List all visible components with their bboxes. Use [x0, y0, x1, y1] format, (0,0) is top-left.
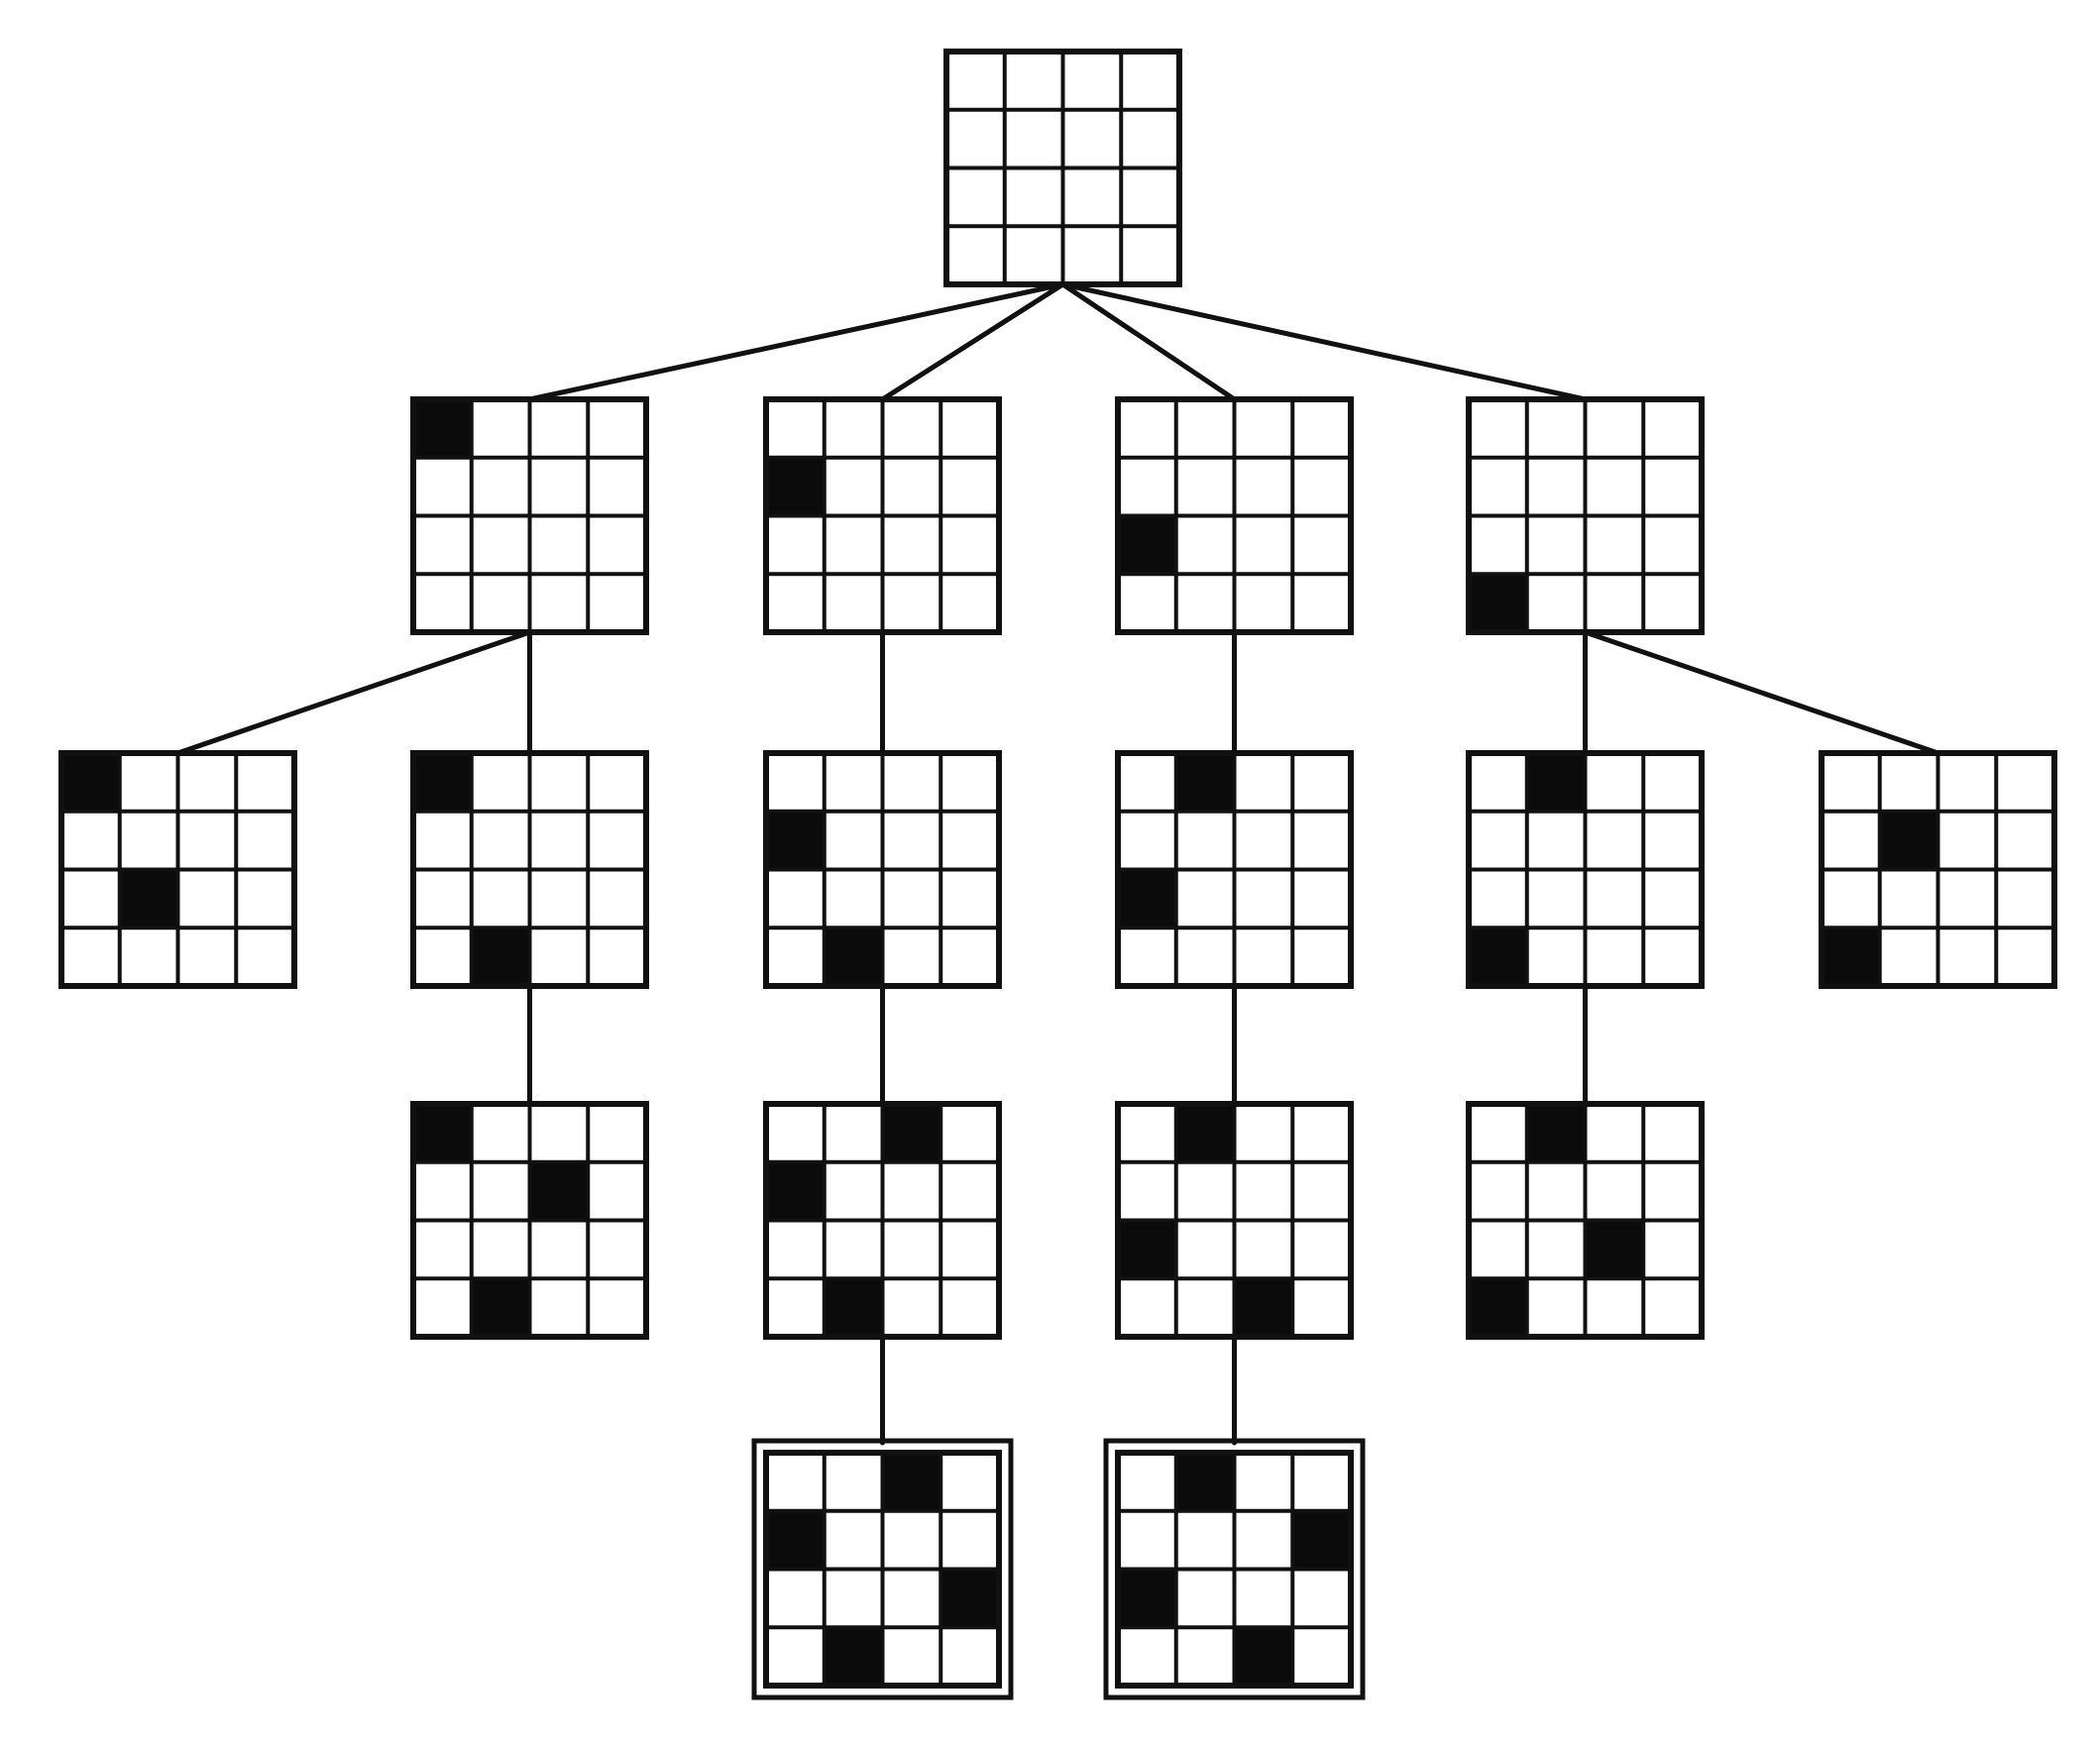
- edge-root-to-a: [527, 281, 1065, 402]
- queen-cell-r1-c0: [766, 1161, 825, 1221]
- solution-board-sol1: [751, 1438, 1014, 1700]
- board-border: [1115, 750, 1354, 989]
- queen-cell-r1-c0: [766, 1510, 825, 1570]
- board-border: [410, 750, 649, 989]
- board-border: [763, 1450, 1002, 1689]
- queen-cell-r3-c0: [1469, 574, 1527, 632]
- queen-cell-r3-c1: [471, 1278, 530, 1337]
- queen-cell-r0-c0: [61, 753, 120, 812]
- edge-a-to-a1: [175, 629, 532, 756]
- tree-connectors: [175, 281, 1940, 1446]
- queen-cell-r3-c2: [1234, 1278, 1293, 1337]
- board-border: [763, 396, 1002, 635]
- solution-outer-frame: [1103, 1438, 1366, 1700]
- queen-cell-r3-c1: [824, 1627, 883, 1686]
- queen-cell-r2-c1: [119, 869, 178, 929]
- board-c: [1115, 396, 1354, 635]
- board-border: [763, 750, 1002, 989]
- queen-cell-r3-c0: [1822, 928, 1880, 986]
- queen-cell-r1-c2: [529, 1161, 589, 1221]
- board-b: [763, 396, 1002, 635]
- solution-outer-frame: [751, 1438, 1014, 1700]
- queen-cell-r0-c1: [1175, 1453, 1235, 1511]
- edge-root-to-c: [1060, 281, 1237, 402]
- board-border: [1466, 750, 1705, 989]
- board-border: [410, 1101, 649, 1340]
- queen-cell-r0-c1: [1175, 753, 1235, 812]
- board-d1: [1466, 750, 1705, 989]
- queen-cell-r2-c0: [1118, 869, 1176, 929]
- queen-cell-r2-c3: [940, 1569, 999, 1628]
- board-root: [943, 49, 1182, 287]
- board-border: [763, 1101, 1002, 1340]
- queen-cell-r0-c0: [413, 399, 472, 458]
- board-border: [58, 750, 297, 989]
- board-c1: [1115, 750, 1354, 989]
- board-border: [1115, 1101, 1354, 1340]
- board-a2x: [410, 1101, 649, 1340]
- board-border: [1115, 1450, 1354, 1689]
- queen-cell-r1-c0: [766, 811, 825, 870]
- edge-d-to-d2: [1583, 629, 1940, 756]
- queen-cell-r2-c0: [1118, 1220, 1176, 1279]
- board-border: [1819, 750, 2057, 989]
- board-border: [1115, 396, 1354, 635]
- queen-cell-r0-c1: [1175, 1104, 1235, 1162]
- board-d1x: [1466, 1101, 1705, 1340]
- queen-cell-r0-c1: [1526, 753, 1586, 812]
- board-border: [1466, 1101, 1705, 1340]
- queen-cell-r0-c2: [882, 1104, 941, 1162]
- solution-board-sol2: [1103, 1438, 1366, 1700]
- edge-root-to-b: [880, 281, 1065, 402]
- queen-cell-r1-c1: [1879, 811, 1938, 870]
- queen-cell-r2-c0: [1118, 515, 1176, 575]
- queen-cell-r3-c2: [1234, 1627, 1293, 1686]
- board-a1: [58, 750, 297, 989]
- tree-boards: [58, 49, 2057, 1700]
- queen-cell-r1-c3: [1292, 1510, 1351, 1570]
- board-a2: [410, 750, 649, 989]
- queen-cell-r3-c1: [471, 928, 530, 986]
- queen-cell-r3-c1: [824, 928, 883, 986]
- board-b1x: [763, 1101, 1002, 1340]
- board-border: [1466, 396, 1705, 635]
- queen-cell-r0-c0: [413, 753, 472, 812]
- edge-root-to-d: [1060, 281, 1588, 402]
- board-d: [1466, 396, 1705, 635]
- queen-cell-r0-c2: [882, 1453, 941, 1511]
- queen-cell-r3-c1: [824, 1278, 883, 1337]
- queen-cell-r2-c2: [1585, 1220, 1644, 1279]
- queen-cell-r0-c1: [1526, 1104, 1586, 1162]
- board-a: [410, 396, 649, 635]
- board-border: [410, 396, 649, 635]
- queen-cell-r2-c0: [1118, 1569, 1176, 1628]
- board-border: [943, 49, 1182, 287]
- queen-cell-r3-c0: [1469, 1278, 1527, 1337]
- board-d2: [1819, 750, 2057, 989]
- board-b1: [763, 750, 1002, 989]
- board-c1x: [1115, 1101, 1354, 1340]
- queen-cell-r3-c0: [1469, 928, 1527, 986]
- queen-cell-r1-c0: [766, 457, 825, 516]
- queen-cell-r0-c0: [413, 1104, 472, 1162]
